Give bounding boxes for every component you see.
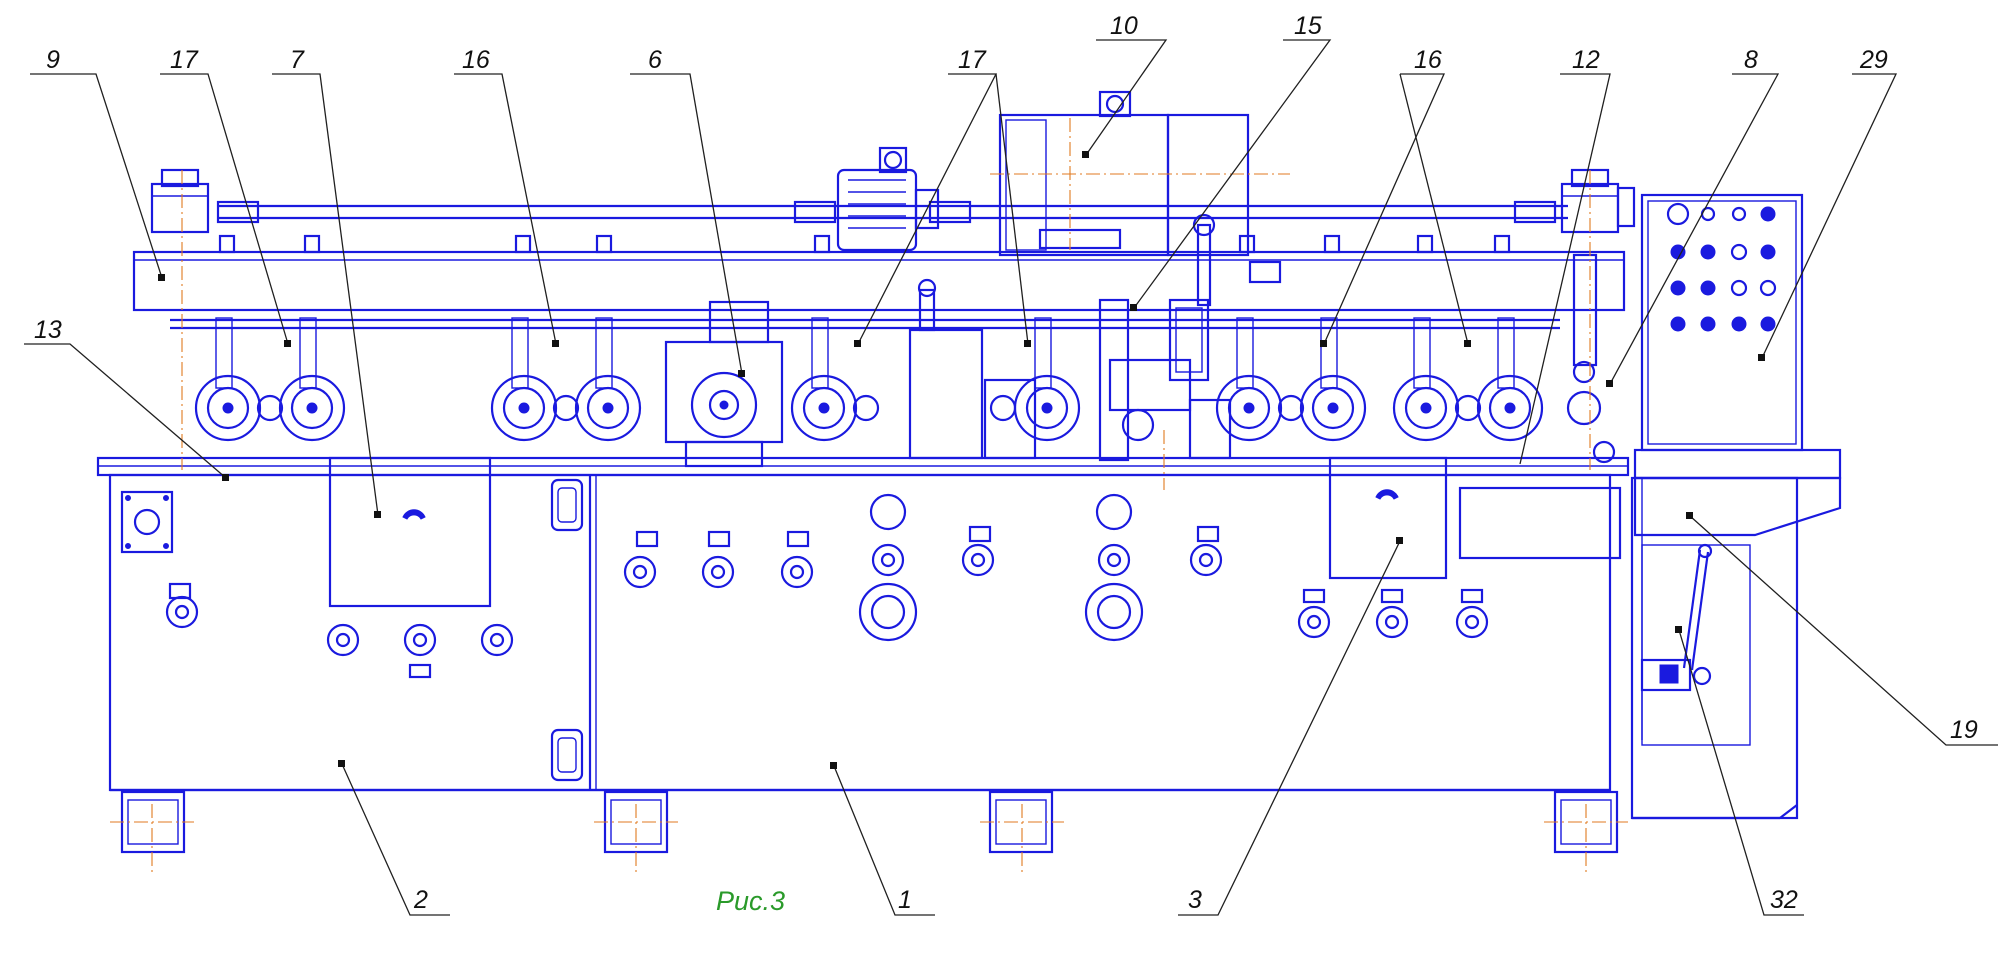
cutter-heads [664,213,1616,468]
label-8: 8 [1744,46,1758,74]
label-6: 6 [648,46,662,74]
leader-dots [158,151,1765,769]
front-panel [165,456,1622,679]
label-17-left: 17 [170,46,199,74]
label-15: 15 [1294,12,1322,40]
label-12: 12 [1572,46,1600,74]
machine-body [96,456,1630,854]
roller-pair-1 [194,317,346,442]
beam-bolts [218,234,1511,254]
leader-lines [24,39,1998,916]
feed-rollers [194,317,1544,442]
roller-4 [989,317,1081,442]
knobs [165,493,1489,679]
label-13: 13 [34,316,62,344]
center-axes [110,118,1628,872]
label-29: 29 [1859,46,1888,74]
callout-labels: 9 17 7 16 6 17 10 15 16 12 8 29 13 19 2 … [34,12,1978,914]
label-3: 3 [1188,886,1202,914]
machine-feet [120,790,1619,854]
roller-3 [790,317,880,442]
roller-pair-2 [490,317,642,442]
label-7: 7 [290,46,305,74]
label-17-center: 17 [958,46,987,74]
roller-pair-5 [1215,317,1367,442]
label-1: 1 [898,886,912,914]
figure-caption: Рис.3 [716,886,785,916]
label-16-left: 16 [462,46,490,74]
label-10: 10 [1110,12,1138,40]
label-32: 32 [1770,886,1798,914]
label-9: 9 [46,46,60,74]
label-2: 2 [413,886,428,914]
control-buttons [1666,202,1777,332]
right-side-unit [1630,193,1842,820]
label-16-right: 16 [1414,46,1442,74]
roller-pair-6 [1392,317,1544,442]
top-drive-assembly [132,90,1636,330]
label-19: 19 [1950,716,1978,744]
